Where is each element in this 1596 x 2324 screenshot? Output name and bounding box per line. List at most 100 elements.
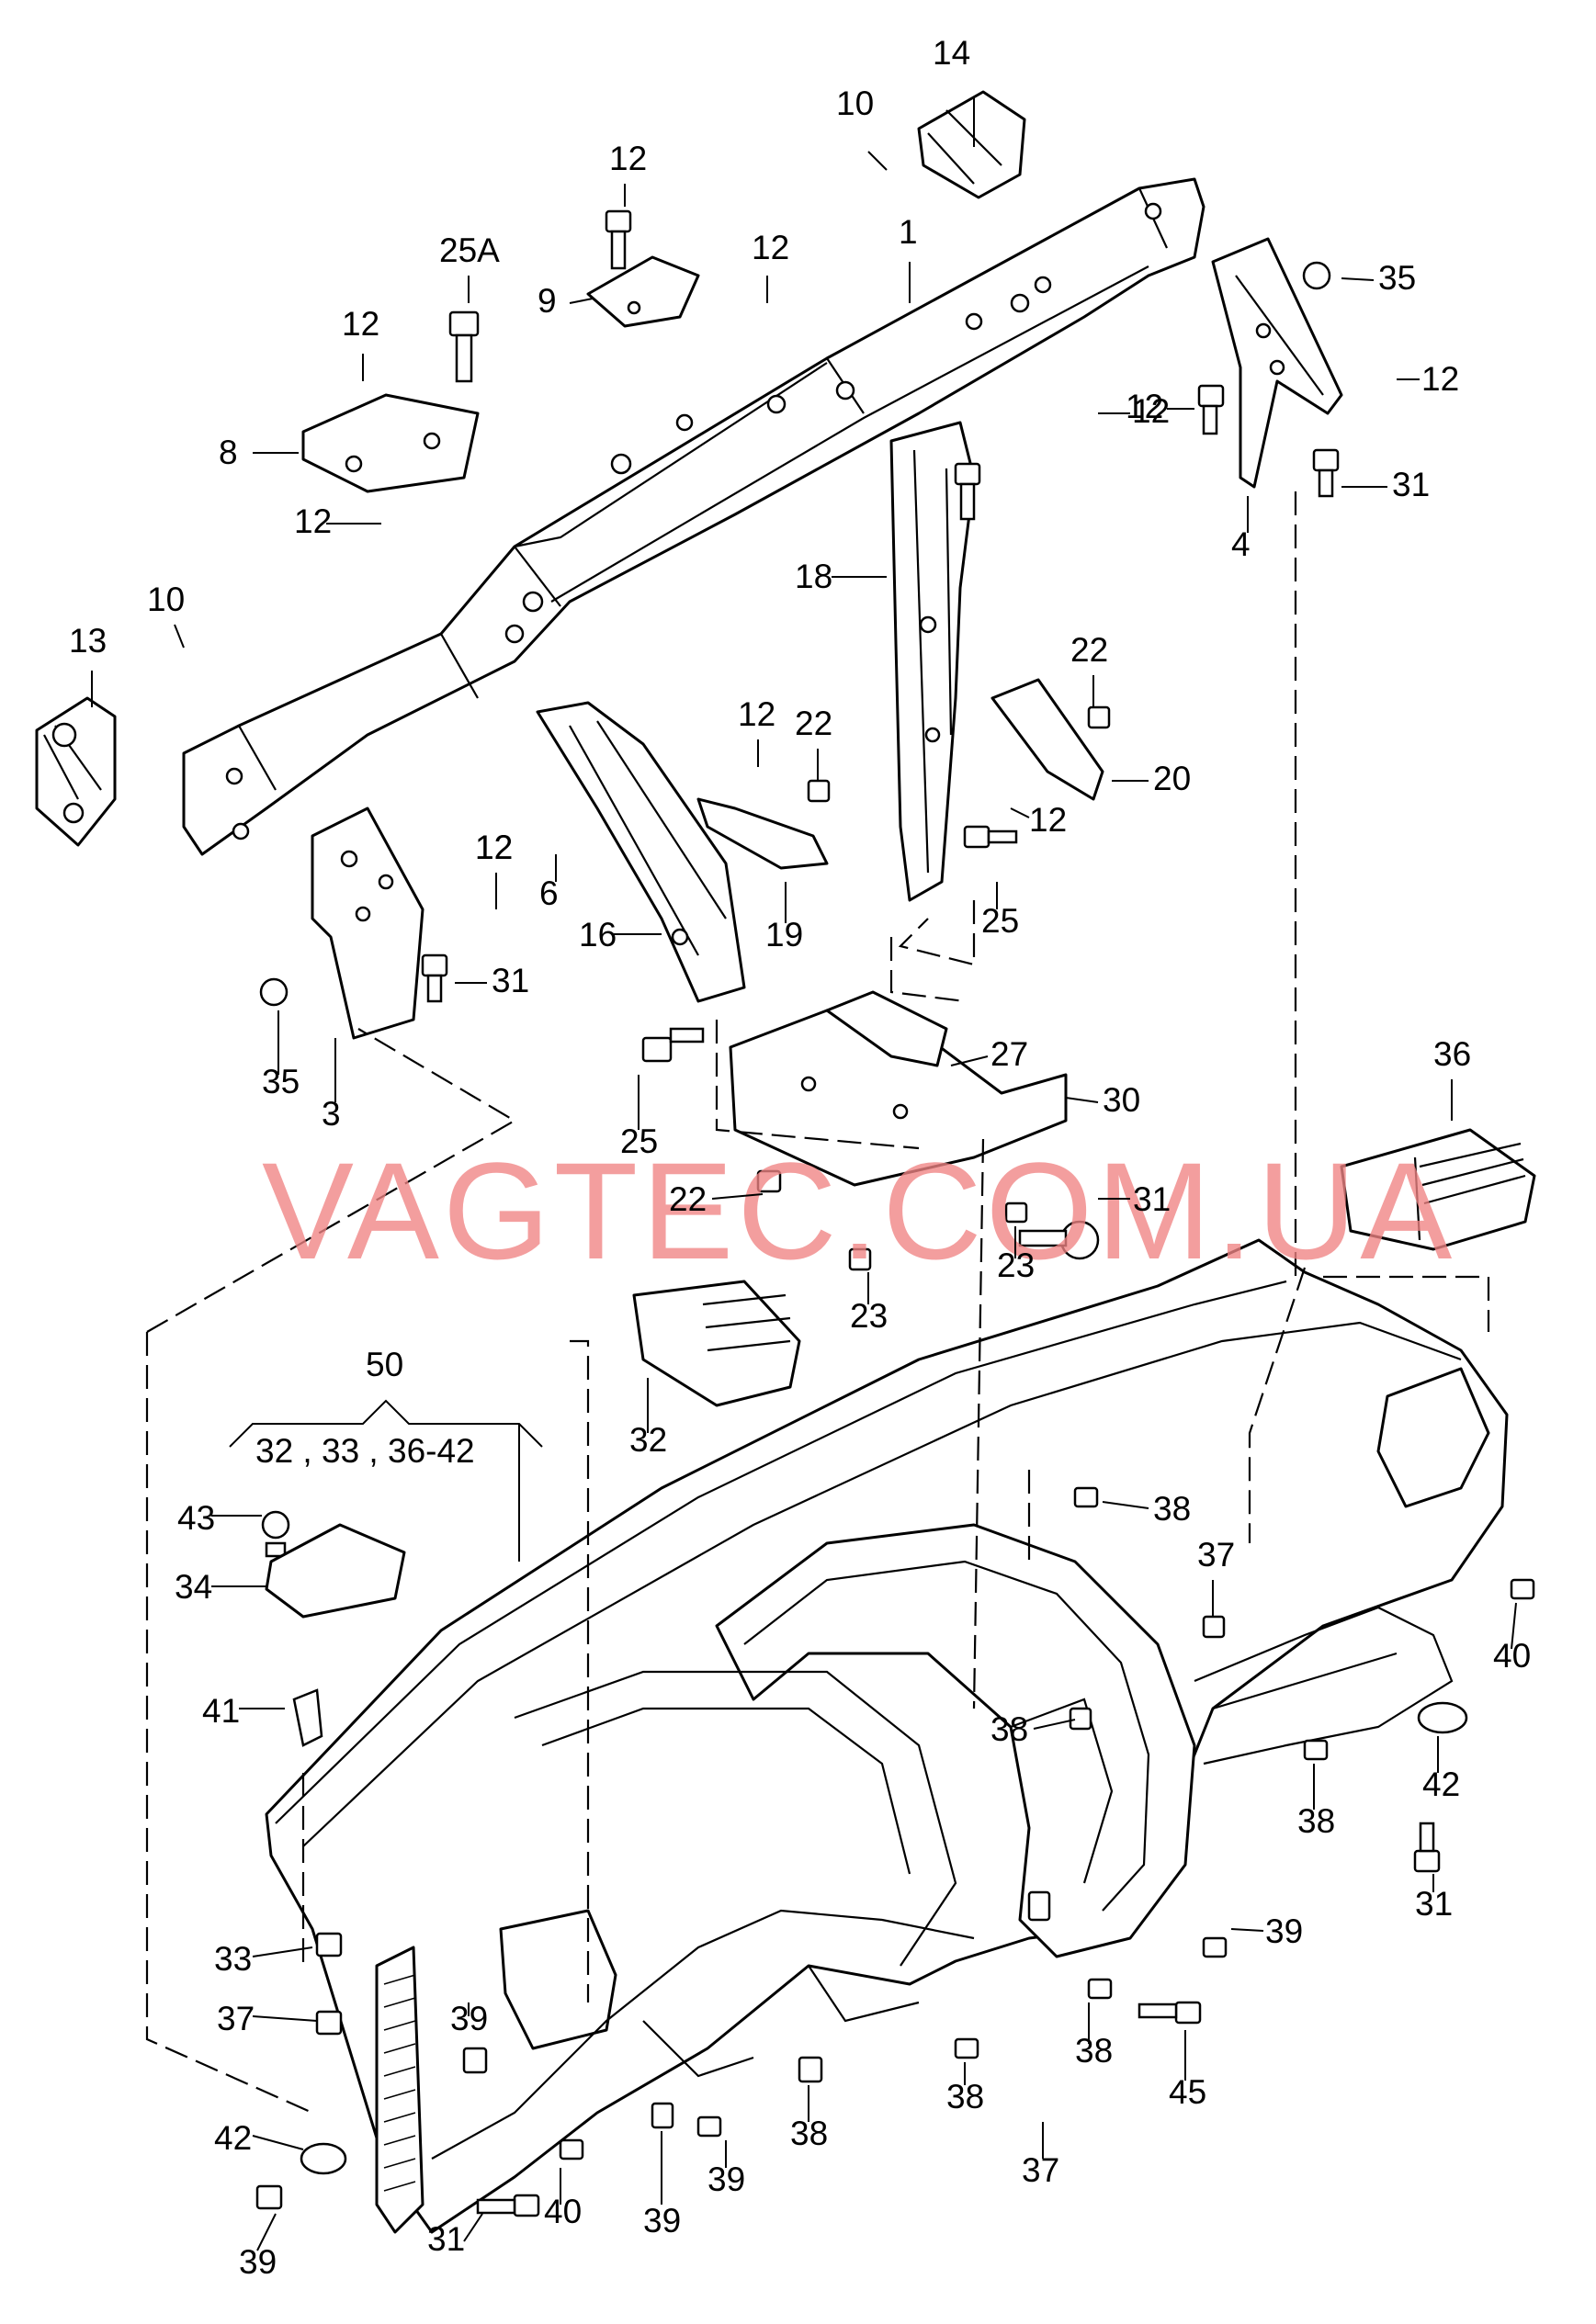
callout-label-31: 31 [1415, 1885, 1453, 1923]
callout-label-40: 40 [544, 2193, 582, 2230]
callout-label-3: 3 [322, 1095, 341, 1133]
callout-label-39: 39 [707, 2160, 745, 2198]
leader-line-10 [174, 624, 185, 649]
callout-label-14: 14 [933, 34, 970, 72]
leader-line-10 [867, 151, 888, 171]
leader-line-38 [1102, 1501, 1149, 1509]
leader-line-22 [711, 1193, 764, 1200]
watermark: VAGTEC.COM.UA [262, 1134, 1455, 1288]
support-18 [889, 421, 976, 902]
air-vent-36 [1340, 1128, 1536, 1251]
callout-label-43: 43 [177, 1499, 215, 1537]
callout-label-39: 39 [450, 2000, 488, 2037]
leader-line-33 [252, 1946, 313, 1957]
leader-line-40 [1511, 1602, 1517, 1650]
callout-label-22: 22 [669, 1180, 707, 1218]
callout-label-22: 22 [795, 705, 832, 742]
callout-label-8: 8 [219, 434, 238, 471]
bracket-13-left-mount [35, 696, 117, 847]
callout-label-25A: 25A [439, 231, 500, 269]
leader-line-12 [1010, 807, 1030, 818]
callout-label-30: 30 [1103, 1081, 1140, 1119]
fasteners [259, 209, 1468, 2217]
callout-label-23: 23 [997, 1247, 1035, 1284]
callout-label-34: 34 [175, 1568, 212, 1606]
callout-label-20: 20 [1153, 760, 1191, 797]
callout-label-12: 12 [294, 502, 332, 540]
callout-label-12: 12 [475, 829, 513, 866]
callout-label-38: 38 [1297, 1802, 1335, 1840]
callout-label-32: 32 [629, 1421, 667, 1459]
callout-label-4: 4 [1231, 525, 1251, 563]
callout-label-31: 31 [492, 962, 529, 999]
callout-label-38: 38 [1075, 2032, 1113, 2070]
callout-label-31: 31 [427, 2220, 465, 2258]
callout-label-25: 25 [620, 1123, 658, 1160]
callout-label-12: 12 [475, 829, 513, 866]
leader-line-27 [950, 1055, 989, 1066]
cross-member [182, 177, 1205, 856]
bracket-4 [1211, 237, 1343, 489]
callout-label-35: 35 [262, 1063, 300, 1100]
callout-label-12: 12 [342, 305, 379, 343]
callout-label-12: 12 [1132, 392, 1170, 430]
callout-label-25: 25 [981, 902, 1019, 940]
bracket-19 [696, 797, 829, 870]
leader-line-30 [1065, 1097, 1099, 1103]
callout-label-23: 23 [850, 1297, 888, 1335]
bracket-9 [586, 255, 700, 328]
callout-label-18: 18 [795, 558, 832, 595]
callout-label-36: 36 [1433, 1035, 1471, 1073]
callout-label-12: 12 [1421, 360, 1459, 398]
callout-label-37: 37 [217, 2000, 255, 2037]
leader-line-9 [569, 298, 594, 304]
callout-label-22: 22 [1070, 631, 1108, 669]
callout-label-9: 9 [538, 282, 557, 320]
bracket-14-right-mount [917, 90, 1026, 199]
callout-label-31: 31 [1133, 1180, 1171, 1218]
air-vent-32 [632, 1280, 801, 1407]
callout-label-38: 38 [946, 2078, 984, 2115]
callout-label-41: 41 [202, 1692, 240, 1730]
dashboard-panel [265, 1238, 1509, 2234]
callout-label-39: 39 [643, 2202, 681, 2239]
leader-line-35 [1341, 277, 1375, 281]
callout-label-45: 45 [1169, 2073, 1206, 2111]
group-number: 50 [366, 1346, 403, 1383]
callout-label-38: 38 [1153, 1490, 1191, 1528]
leader-line-42 [252, 2135, 304, 2150]
support-16 [536, 701, 746, 1003]
callout-label-12: 12 [1029, 801, 1067, 839]
callout-label-42: 42 [214, 2119, 252, 2157]
callout-label-37: 37 [1197, 1536, 1235, 1574]
clips [255, 705, 1535, 2210]
assembly-guide-lines [145, 491, 1490, 2115]
callout-label-12: 12 [609, 140, 647, 177]
bracket-20 [990, 678, 1104, 801]
leader-line-39 [256, 2213, 277, 2251]
callout-label-27: 27 [990, 1035, 1028, 1073]
leader-line-39 [1230, 1928, 1264, 1932]
bracket-3 [311, 807, 424, 1040]
callout-label-19: 19 [765, 916, 803, 953]
callout-label-16: 16 [579, 916, 617, 953]
callout-label-31: 31 [1392, 466, 1430, 503]
callout-label-39: 39 [239, 2243, 277, 2281]
group-50-bracket [229, 1399, 543, 1562]
callout-label-38: 38 [990, 1710, 1028, 1748]
callout-label-40: 40 [1493, 1637, 1531, 1675]
callout-label-35: 35 [1378, 259, 1416, 297]
leader-line-37 [252, 2015, 318, 2022]
callout-label-39: 39 [1265, 1912, 1303, 1950]
callout-label-12: 12 [752, 229, 789, 266]
leader-line-31 [463, 2213, 483, 2242]
callout-label-37: 37 [1022, 2151, 1059, 2189]
callout-label-42: 42 [1422, 1766, 1460, 1803]
callout-label-13: 13 [69, 622, 107, 660]
callout-label-6: 6 [539, 874, 559, 912]
callout-label-12: 12 [1126, 388, 1163, 425]
callout-label-33: 33 [214, 1940, 252, 1978]
